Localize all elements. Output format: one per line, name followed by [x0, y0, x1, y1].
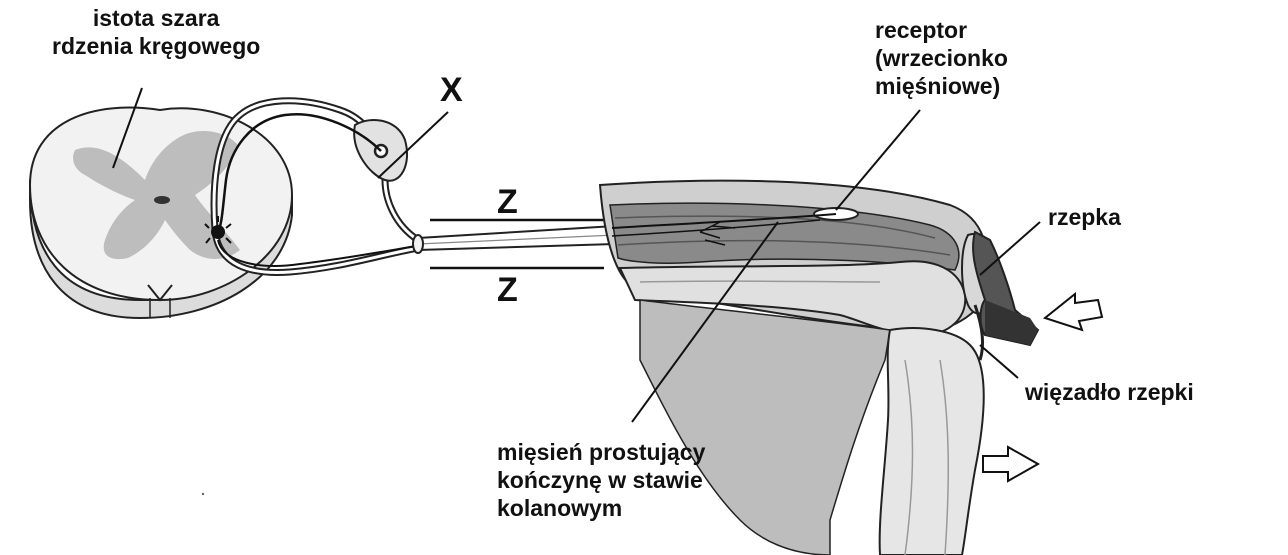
receptor-label-line-2: (wrzecionko	[875, 45, 1008, 71]
extensor-muscle-label: mięsień prostujący kończynę w stawie kol…	[497, 438, 705, 522]
leg-kick-arrow	[982, 445, 1041, 483]
extensor-muscle-label-line-1: mięsień prostujący	[497, 439, 706, 465]
patellar-ligament-label: więzadło rzepki	[1025, 379, 1194, 405]
z-bottom-label: Z	[497, 271, 518, 309]
receptor-label-line-3: mięśniowe)	[875, 73, 1001, 99]
gray-matter-label-line-2: rdzenia kręgowego	[52, 33, 261, 59]
central-canal	[154, 196, 170, 204]
gray-matter-label: istota szara rdzenia kręgowego	[52, 4, 260, 60]
x-marker-label: X	[440, 71, 463, 109]
receptor-label: receptor (wrzecionko mięśniowe)	[875, 16, 1008, 100]
patella-label: rzepka	[1048, 204, 1121, 230]
extensor-muscle-label-line-3: kolanowym	[497, 495, 623, 521]
gray-matter-label-line-1: istota szara	[92, 5, 220, 31]
leader-lines	[112, 87, 1041, 423]
receptor-label-line-1: receptor	[875, 17, 968, 43]
nerve-pathway	[204, 97, 616, 276]
extensor-muscle-label-line-2: kończynę w stawie	[497, 467, 703, 493]
z-top-label: Z	[497, 183, 518, 221]
leg-illustration	[598, 179, 1040, 555]
hammer-strike-arrow	[1042, 291, 1104, 332]
